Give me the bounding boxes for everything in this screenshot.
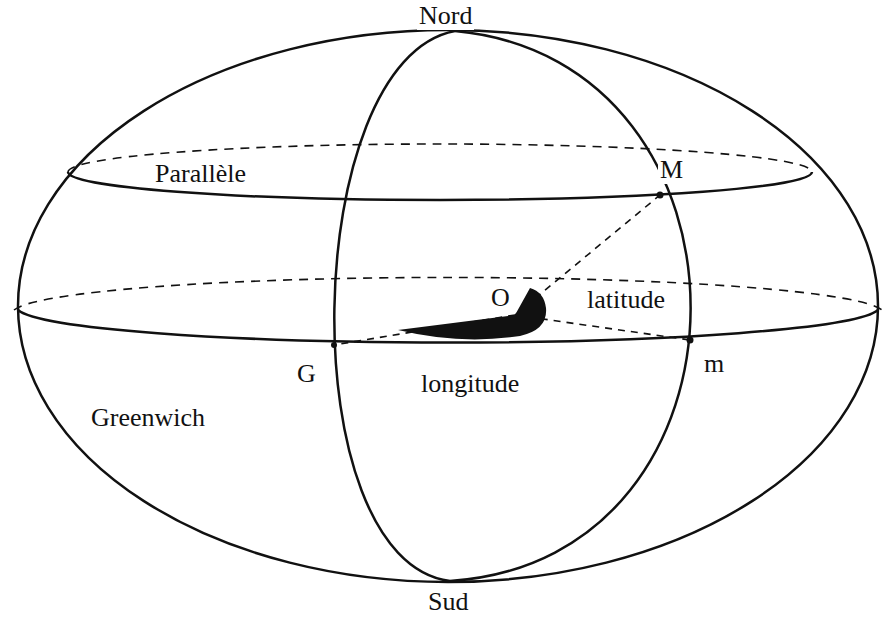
point-m bbox=[657, 192, 664, 199]
center-label: O bbox=[489, 284, 512, 312]
pole-label: Nord bbox=[417, 2, 474, 30]
angle-label: latitude bbox=[585, 286, 667, 314]
point-g bbox=[331, 342, 337, 348]
globe-outline bbox=[18, 30, 878, 582]
parallel-label: Parallèle bbox=[153, 160, 248, 188]
point-label: m bbox=[702, 350, 726, 378]
pole-label: Sud bbox=[426, 588, 470, 616]
point-label: M bbox=[658, 156, 685, 184]
angle-label: longitude bbox=[419, 370, 521, 398]
point-label: G bbox=[295, 360, 318, 388]
greenwich-meridian bbox=[334, 31, 455, 581]
equator-back bbox=[14, 277, 882, 310]
angle-wedge bbox=[398, 288, 546, 339]
meridian-label: Greenwich bbox=[89, 404, 207, 432]
meridian-m bbox=[450, 31, 691, 581]
point-m-small bbox=[687, 337, 694, 344]
